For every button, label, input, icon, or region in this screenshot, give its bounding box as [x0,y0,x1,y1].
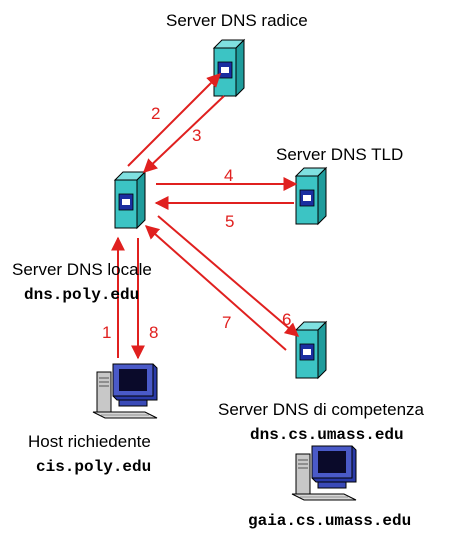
step-label-4: 4 [224,166,233,185]
target-host-computer-icon [291,445,357,501]
arrow-step-6 [157,215,300,337]
local-server-title: Server DNS locale [12,260,152,279]
requesting-host-name: cis.poly.edu [36,458,151,476]
step-label-5: 5 [225,212,234,231]
root-server-title: Server DNS radice [166,11,308,30]
local-server-icon [114,171,146,229]
arrow-step-7 [144,225,287,351]
tld-server-icon [295,167,327,225]
step-label-8: 8 [149,323,158,342]
authoritative-server-icon [295,321,327,379]
requesting-host-title: Host richiedente [28,432,151,451]
target-host-name: gaia.cs.umass.edu [248,512,411,530]
tld-server-title: Server DNS TLD [276,145,403,164]
root-server-icon [213,39,245,97]
step-label-3: 3 [192,126,201,145]
step-label-7: 7 [222,313,231,332]
local-server-host: dns.poly.edu [24,286,139,304]
authoritative-server-title: Server DNS di competenza [218,400,425,419]
step-label-6: 6 [282,310,291,329]
arrow-step-2 [127,73,221,167]
authoritative-server-host: dns.cs.umass.edu [250,426,404,444]
step-label-2: 2 [151,104,160,123]
step-label-1: 1 [102,323,111,342]
arrow-step-3 [142,95,225,173]
requesting-host-computer-icon [92,363,158,419]
